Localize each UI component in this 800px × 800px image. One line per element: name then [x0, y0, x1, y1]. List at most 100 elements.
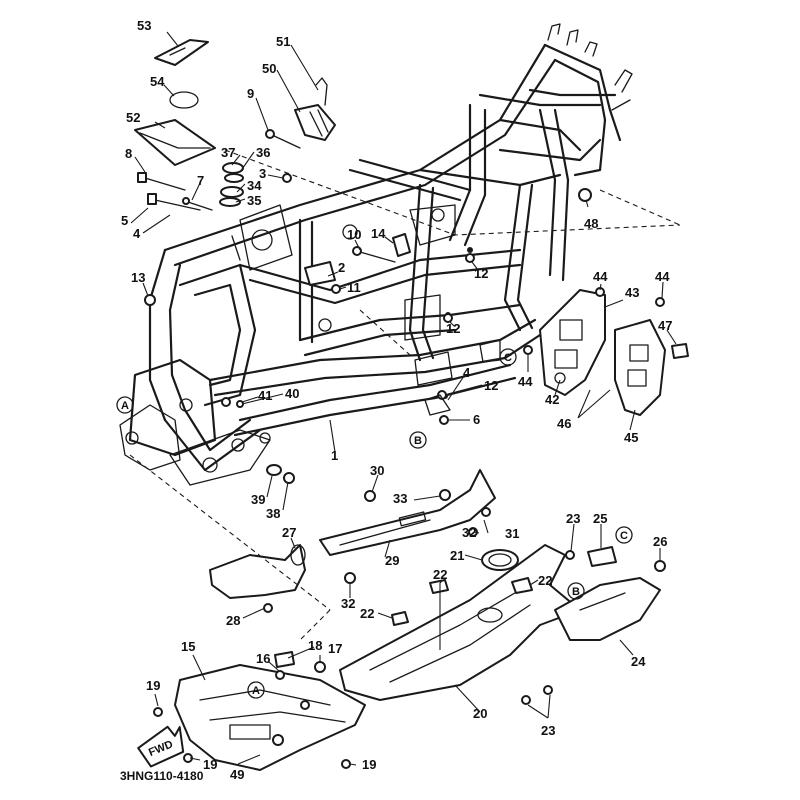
callout: 31 — [505, 526, 519, 541]
seat-plate-53 — [154, 39, 209, 66]
callout: 46 — [557, 416, 571, 431]
callout: 5 — [121, 213, 128, 228]
callout: 45 — [624, 430, 638, 445]
forward-arrow-icon: FWD — [137, 725, 185, 768]
leader-lines — [130, 31, 677, 766]
callout: 22 — [360, 606, 374, 621]
bolt-26 — [654, 560, 666, 572]
callout: 3 — [259, 166, 266, 181]
callout: 25 — [593, 511, 607, 526]
callout: 8 — [125, 146, 132, 161]
callout-numbers: 53 54 52 51 50 9 37 36 8 7 3 34 35 5 4 1… — [121, 18, 672, 782]
bolt-40 — [221, 397, 231, 407]
svg-text:C: C — [504, 352, 512, 364]
callout: 23 — [541, 723, 555, 738]
callout: 22 — [433, 567, 447, 582]
bolt-7 — [182, 197, 213, 211]
callout: 27 — [282, 525, 296, 540]
callout: 15 — [181, 639, 195, 654]
collar-14 — [392, 233, 411, 257]
callout: 32 — [341, 596, 355, 611]
callout: 17 — [328, 641, 342, 656]
callout: 4 — [133, 226, 141, 241]
callout: 9 — [247, 86, 254, 101]
callout: 1 — [331, 448, 338, 463]
svg-text:A: A — [252, 685, 260, 697]
ref-mark-c-top: C — [499, 348, 517, 366]
callout: 11 — [347, 280, 361, 295]
rear-guard-29 — [319, 469, 496, 556]
callout: 19 — [362, 757, 376, 772]
diagram-code: 3HNG110-4180 — [120, 769, 204, 783]
callout: 12 — [484, 378, 498, 393]
callout: 18 — [308, 638, 322, 653]
ref-mark-a-bottom: A — [247, 681, 265, 699]
callout: 37 — [221, 145, 235, 160]
reference-marks: A B C A B C — [116, 348, 633, 699]
callout: 34 — [247, 178, 262, 193]
bolt-12-b — [443, 313, 453, 323]
bolt-12-a — [465, 253, 475, 263]
callout: 42 — [545, 392, 559, 407]
grommet-21 — [481, 549, 519, 571]
callout: 23 — [566, 511, 580, 526]
damper-50 — [294, 77, 336, 141]
callout: 44 — [518, 374, 533, 389]
bolt-9 — [265, 129, 301, 149]
callout: 16 — [256, 651, 270, 666]
callout: 12 — [446, 321, 460, 336]
callout: 28 — [226, 613, 240, 628]
callout: 39 — [251, 492, 265, 507]
callout: 19 — [146, 678, 160, 693]
bolt-23-b — [521, 695, 531, 705]
callout: 41 — [258, 388, 272, 403]
callout: 26 — [653, 534, 667, 549]
grommet-17 — [314, 661, 326, 673]
bolt-32-b — [344, 572, 356, 584]
bracket-2 — [304, 261, 336, 286]
callout: 22 — [538, 573, 552, 588]
bolt-23-c — [543, 685, 553, 695]
bolt-19-c — [341, 759, 351, 769]
bolt-16 — [275, 670, 285, 680]
callout: 13 — [131, 270, 145, 285]
callout: 4 — [463, 365, 471, 380]
bracket-4 — [424, 394, 451, 416]
pad-18 — [274, 651, 295, 668]
callout: 52 — [126, 110, 140, 125]
callout: 51 — [276, 34, 290, 49]
callout: 49 — [230, 767, 244, 782]
callout: 40 — [285, 386, 299, 401]
callout: 12 — [474, 266, 488, 281]
bolt-13 — [144, 294, 156, 306]
callout: 14 — [371, 226, 386, 241]
callout: 29 — [385, 553, 399, 568]
bolt-44-c — [523, 345, 533, 355]
washers-34-37 — [219, 162, 244, 207]
cap-48 — [578, 188, 592, 202]
callout: 36 — [256, 145, 270, 160]
footboard-20 — [339, 544, 581, 701]
nut-6 — [439, 415, 449, 425]
ref-mark-b-top: B — [409, 431, 427, 449]
cover-27 — [209, 544, 306, 599]
bolt-3 — [282, 173, 292, 183]
ref-mark-a-top: A — [116, 396, 134, 414]
ref-mark-b-bottom: B — [567, 582, 585, 600]
callout: 53 — [137, 18, 151, 33]
callout: 35 — [247, 193, 261, 208]
washer-39 — [266, 464, 282, 476]
callout: 44 — [655, 269, 670, 284]
main-frame — [119, 23, 633, 486]
pad-22-a — [429, 579, 449, 594]
callout: 20 — [473, 706, 487, 721]
seal-25 — [587, 546, 617, 567]
o-ring-54 — [169, 91, 199, 109]
nut-11 — [331, 284, 341, 294]
bolt-5 — [147, 193, 201, 211]
connector-lines — [129, 149, 681, 641]
callout: 7 — [197, 173, 204, 188]
bolt-47 — [671, 343, 689, 359]
